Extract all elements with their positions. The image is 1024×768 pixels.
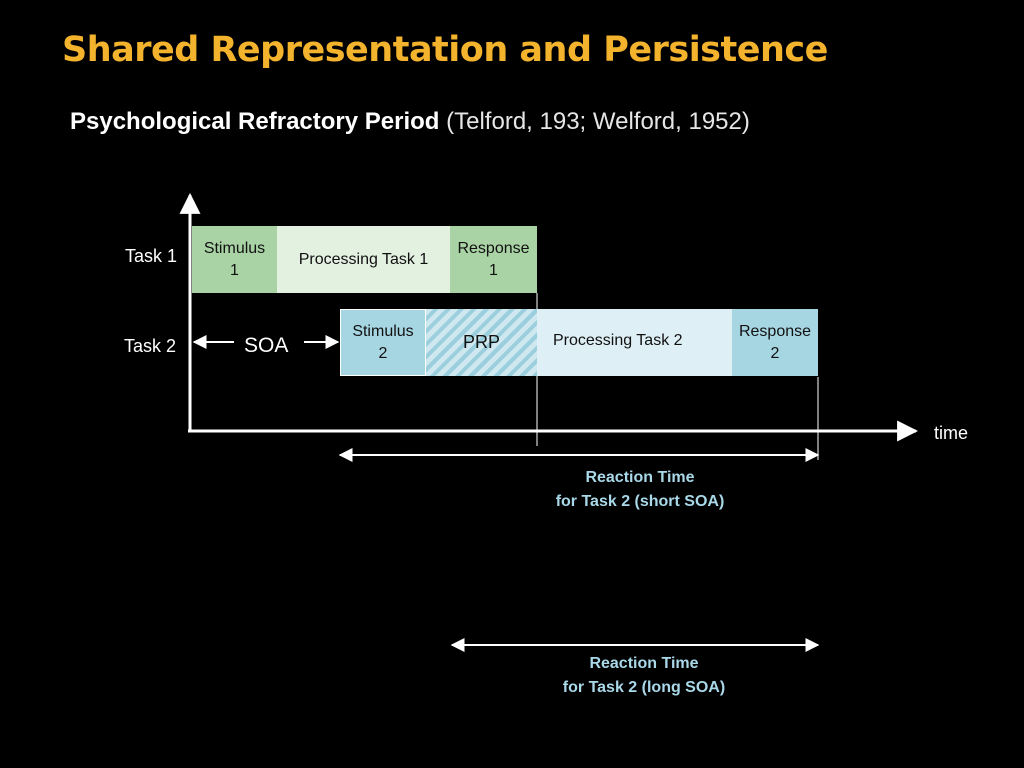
slide-title: Shared Representation and Persistence (62, 30, 828, 70)
task2-stimulus-box: Stimulus 2 (340, 309, 426, 376)
soa-label: SOA (244, 334, 289, 357)
prp-box: PRP (426, 309, 537, 376)
task1-processing-box: Processing Task 1 (277, 226, 450, 293)
task2-processing-box: Processing Task 2 (537, 309, 732, 376)
task2-response-box: Response 2 (732, 309, 818, 376)
reaction-time-long-label: Reaction Time for Task 2 (long SOA) (562, 655, 726, 696)
task1-stimulus-box: Stimulus 1 (192, 226, 277, 293)
slide-subtitle: Psychological Refractory Period (Telford… (70, 108, 750, 136)
time-axis-label: time (934, 423, 969, 443)
subtitle-term: Psychological Refractory Period (70, 108, 440, 135)
subtitle-citation: (Telford, 193; Welford, 1952) (439, 108, 750, 135)
task2-row-label: Task 2 (124, 336, 177, 356)
task1-row-label: Task 1 (125, 246, 178, 266)
reaction-time-short-label: Reaction Time for Task 2 (short SOA) (555, 469, 725, 510)
task1-response-box: Response 1 (450, 226, 537, 293)
